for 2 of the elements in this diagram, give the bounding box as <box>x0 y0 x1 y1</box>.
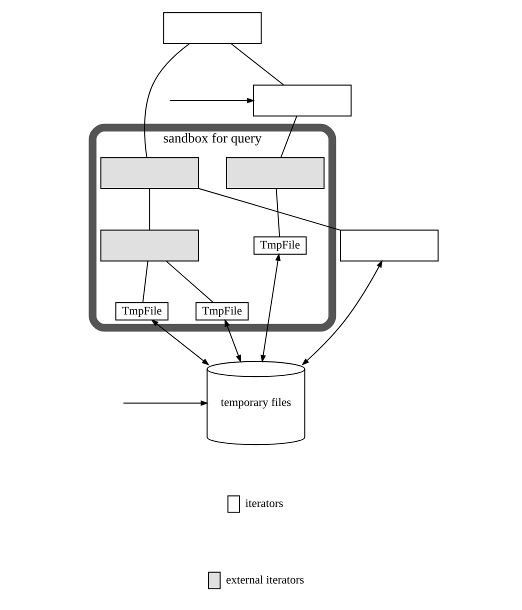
legend-label: iterators <box>244 497 283 510</box>
legend-label: external iterators <box>225 573 304 586</box>
